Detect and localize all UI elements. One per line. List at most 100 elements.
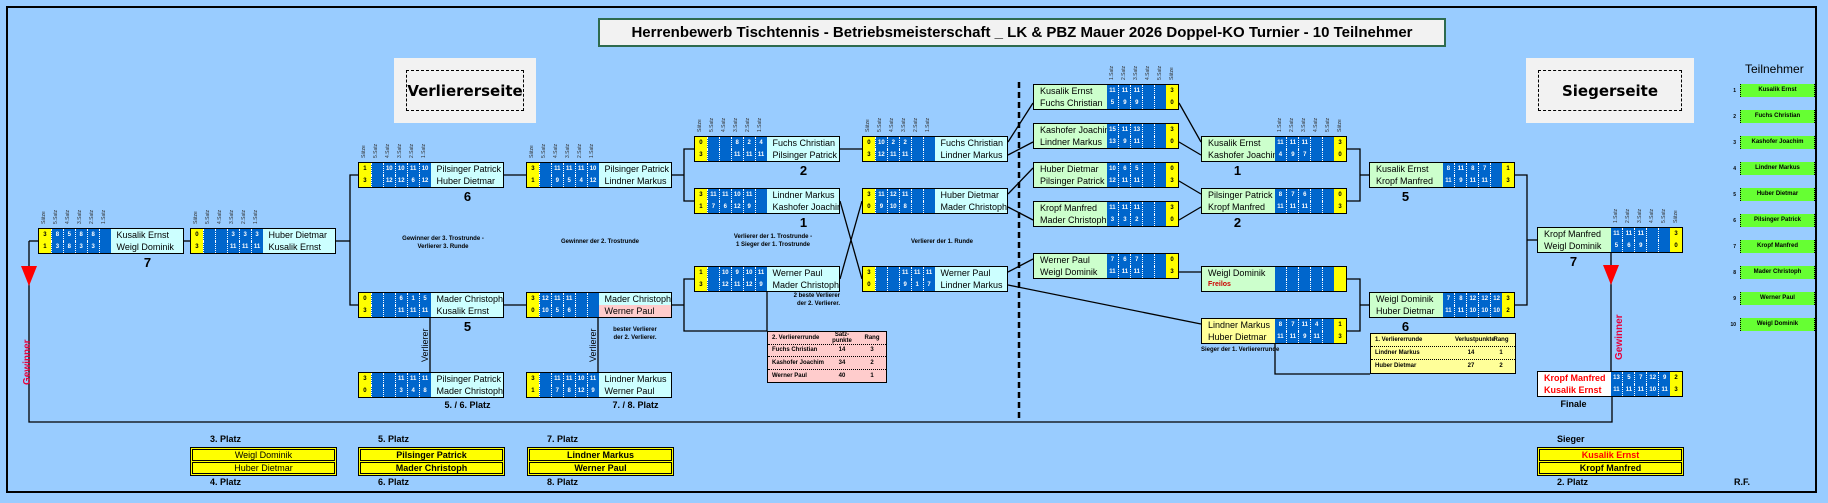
set-score[interactable]: 12 <box>382 175 395 187</box>
set-score[interactable]: 11 <box>898 267 911 279</box>
set-score[interactable] <box>1490 175 1503 187</box>
set-score[interactable]: 10 <box>718 267 731 279</box>
sets-won[interactable]: 1 <box>39 241 51 253</box>
set-score[interactable] <box>370 175 383 187</box>
set-score[interactable] <box>706 149 719 161</box>
set-score[interactable]: 5 <box>1610 240 1623 252</box>
set-score[interactable]: 12 <box>394 175 407 187</box>
set-score[interactable]: 10 <box>1106 163 1119 175</box>
set-score[interactable]: 11 <box>1634 228 1647 240</box>
set-score[interactable]: 12 <box>418 175 431 187</box>
set-score[interactable] <box>1154 254 1167 266</box>
set-score[interactable]: 8 <box>1274 189 1287 201</box>
set-score[interactable]: 5 <box>418 293 431 305</box>
player-name[interactable]: Kusalik Ernst <box>262 241 336 253</box>
set-score[interactable] <box>1142 202 1155 214</box>
set-score[interactable]: 9 <box>1118 136 1131 148</box>
set-score[interactable]: 10 <box>874 137 887 149</box>
set-score[interactable]: 3 <box>226 229 239 241</box>
set-score[interactable]: 11 <box>406 373 419 385</box>
set-score[interactable]: 11 <box>886 149 899 161</box>
set-score[interactable] <box>1142 97 1155 109</box>
set-score[interactable]: 11 <box>1454 305 1467 317</box>
set-score[interactable] <box>1322 149 1335 161</box>
set-score[interactable]: 10 <box>574 373 587 385</box>
set-score[interactable]: 11 <box>1106 266 1119 278</box>
sets-won[interactable]: 0 <box>527 305 539 317</box>
set-score[interactable] <box>1310 201 1323 213</box>
set-score[interactable] <box>538 373 551 385</box>
set-score[interactable]: 11 <box>1130 202 1143 214</box>
set-score[interactable] <box>922 189 935 201</box>
participant-item[interactable]: Lindner Markus <box>1740 162 1815 175</box>
player-name[interactable]: Lindner Markus <box>598 175 672 187</box>
set-score[interactable] <box>382 305 395 317</box>
set-score[interactable]: 11 <box>742 149 755 161</box>
set-score[interactable]: 11 <box>1274 201 1287 213</box>
set-score[interactable]: 5 <box>62 229 75 241</box>
set-score[interactable]: 2 <box>742 137 755 149</box>
set-score[interactable]: 7 <box>922 279 935 291</box>
set-score[interactable]: 11 <box>1118 202 1131 214</box>
set-score[interactable]: 5 <box>562 175 575 187</box>
set-score[interactable]: 11 <box>550 373 563 385</box>
player-name[interactable]: Pilsinger Patrick <box>1202 189 1275 201</box>
player-name[interactable]: Huber Dietmar <box>262 229 336 241</box>
player-name[interactable]: Pilsinger Patrick <box>1034 175 1107 187</box>
set-score[interactable] <box>202 229 215 241</box>
set-score[interactable]: 1 <box>406 293 419 305</box>
sets-won[interactable]: 0 <box>1166 214 1178 226</box>
set-score[interactable]: 11 <box>1118 266 1131 278</box>
set-score[interactable] <box>1310 267 1323 279</box>
set-score[interactable]: 11 <box>1442 175 1455 187</box>
sets-won[interactable]: 0 <box>1166 136 1178 148</box>
set-score[interactable]: 11 <box>706 189 719 201</box>
set-score[interactable]: 11 <box>1610 228 1623 240</box>
set-score[interactable]: 11 <box>898 149 911 161</box>
set-score[interactable]: 5 <box>550 305 563 317</box>
set-score[interactable]: 12 <box>1646 372 1659 384</box>
set-score[interactable]: 6 <box>562 305 575 317</box>
set-score[interactable] <box>1154 202 1167 214</box>
set-score[interactable]: 11 <box>226 241 239 253</box>
set-score[interactable]: 5 <box>1106 97 1119 109</box>
set-score[interactable] <box>1490 163 1503 175</box>
sets-won[interactable] <box>1334 267 1346 279</box>
set-score[interactable]: 11 <box>1130 175 1143 187</box>
set-score[interactable] <box>1322 319 1335 331</box>
participant-item[interactable]: Mader Christoph <box>1740 266 1815 279</box>
set-score[interactable]: 13 <box>1106 136 1119 148</box>
set-score[interactable]: 7 <box>1442 293 1455 305</box>
set-score[interactable]: 11 <box>574 163 587 175</box>
set-score[interactable] <box>538 175 551 187</box>
set-score[interactable]: 11 <box>1130 85 1143 97</box>
set-score[interactable] <box>1646 240 1659 252</box>
player-name[interactable]: Weigl Dominik <box>1202 267 1275 279</box>
set-score[interactable]: 11 <box>1658 384 1671 396</box>
set-score[interactable] <box>538 163 551 175</box>
set-score[interactable]: 4 <box>754 137 767 149</box>
set-score[interactable]: 8 <box>1274 319 1287 331</box>
sets-won[interactable]: 1 <box>695 201 707 213</box>
set-score[interactable]: 3 <box>394 385 407 397</box>
set-score[interactable]: 11 <box>730 279 743 291</box>
set-score[interactable] <box>1142 163 1155 175</box>
sets-won[interactable]: 3 <box>1670 384 1682 396</box>
set-score[interactable] <box>1322 267 1335 279</box>
set-score[interactable] <box>1322 201 1335 213</box>
set-score[interactable]: 4 <box>1310 319 1323 331</box>
set-score[interactable]: 10 <box>1490 305 1503 317</box>
sets-won[interactable]: 3 <box>695 279 707 291</box>
set-score[interactable]: 3 <box>250 229 263 241</box>
set-score[interactable]: 8 <box>1442 163 1455 175</box>
set-score[interactable]: 10 <box>382 163 395 175</box>
sets-won[interactable]: 1 <box>1334 319 1346 331</box>
set-score[interactable]: 11 <box>1130 136 1143 148</box>
set-score[interactable] <box>370 293 383 305</box>
set-score[interactable]: 6 <box>1622 240 1635 252</box>
set-score[interactable]: 8 <box>418 385 431 397</box>
sets-won[interactable]: 3 <box>1166 202 1178 214</box>
player-name[interactable]: Fuchs Christian <box>766 137 840 149</box>
set-score[interactable]: 10 <box>538 305 551 317</box>
set-score[interactable]: 8 <box>62 241 75 253</box>
